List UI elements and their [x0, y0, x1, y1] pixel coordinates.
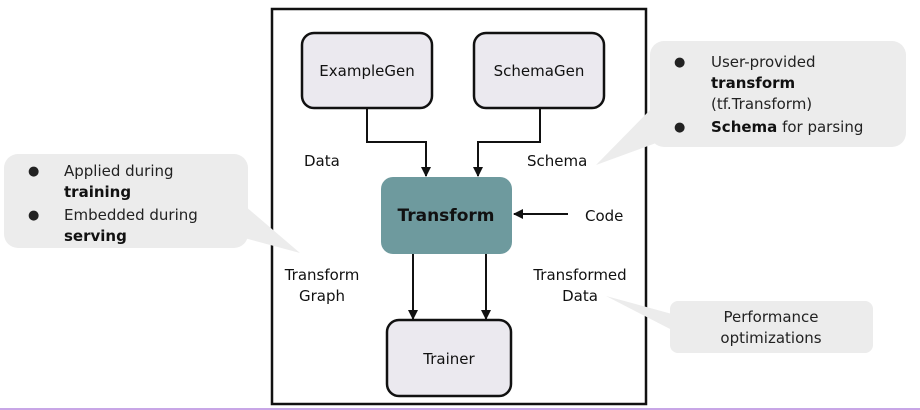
right-item2-bold: Schema	[711, 118, 777, 136]
right-item1-line3: (tf.Transform)	[711, 95, 812, 113]
left-bullet-1: ●	[28, 164, 39, 179]
left-item1-line2: training	[64, 183, 131, 201]
trainer-label: Trainer	[422, 350, 475, 368]
transform-graph-label-line1: Transform	[284, 266, 360, 284]
right-item2-rest: for parsing	[777, 118, 863, 136]
right-bottom-line1: Performance	[723, 308, 818, 326]
right-bottom-callout-pointer	[606, 296, 672, 330]
transformed-data-label-line1: Transformed	[532, 266, 626, 284]
code-label: Code	[585, 207, 623, 225]
right-item1-line2: transform	[711, 74, 795, 92]
data-label: Data	[304, 152, 340, 170]
transform-node[interactable]	[381, 177, 512, 254]
trainer-node[interactable]	[385, 318, 513, 398]
left-callout	[4, 154, 248, 248]
schemagen-label: SchemaGen	[494, 62, 585, 80]
schema-arrow	[473, 108, 541, 177]
left-item1-line1: Applied during	[64, 162, 174, 180]
data-arrow	[366, 108, 431, 177]
examplegen-label: ExampleGen	[319, 62, 414, 80]
right-bullet-1: ●	[674, 55, 685, 70]
transform-label: Transform	[398, 206, 495, 226]
left-item2-line2: serving	[64, 227, 127, 245]
component-frame	[270, 7, 648, 406]
right-item2: Schema for parsing	[711, 118, 863, 136]
left-bullet-2: ●	[28, 208, 39, 223]
right-bullet-2: ●	[674, 120, 685, 135]
right-bottom-callout	[670, 301, 873, 353]
right-item1-line1: User-provided	[711, 53, 816, 71]
right-bottom-line2: optimizations	[720, 329, 821, 347]
transform-graph-label-line2: Graph	[299, 287, 345, 305]
right-top-callout	[650, 41, 906, 147]
schema-label: Schema	[527, 152, 587, 170]
transformed-data-label-line2: Data	[562, 287, 598, 305]
left-item2-line1: Embedded during	[64, 206, 198, 224]
